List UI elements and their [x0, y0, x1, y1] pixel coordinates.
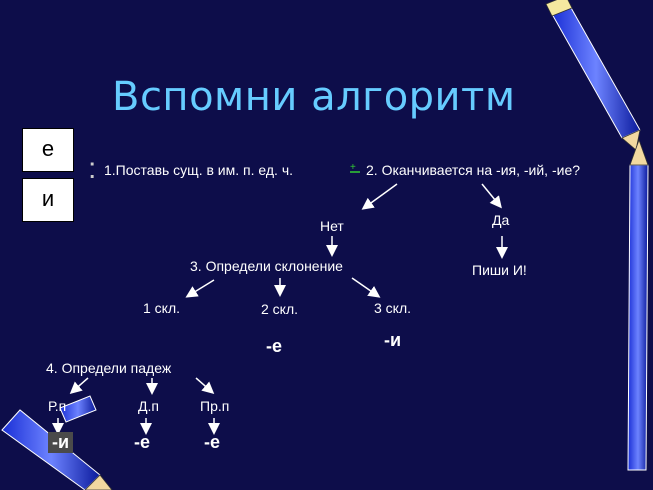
pencil-small-icon: [59, 395, 97, 423]
case-rp: Р.п: [48, 398, 67, 414]
ending-dp: -е: [134, 432, 151, 452]
bullet-mark: :: [88, 152, 97, 185]
answer-no: Нет: [320, 218, 344, 234]
letter-box-i: и: [22, 178, 74, 222]
ending-rp: -и: [48, 432, 74, 453]
case-dp: Д.п: [138, 398, 159, 414]
ending-decl2: -е: [266, 336, 283, 356]
step4-text: 4. Определи падеж: [46, 360, 172, 376]
letter-box-e: е: [22, 128, 74, 172]
page-title: Вспомни алгоритм: [112, 74, 516, 120]
case-prp: Пр.п: [200, 398, 230, 414]
pencil-top-right-icon: [545, 0, 641, 151]
declension-3: 3 скл.: [374, 300, 412, 316]
answer-yes: Да: [492, 212, 510, 228]
step1-text: 1.Поставь сущ. в им. п. ед. ч.: [104, 162, 294, 178]
ending-prp: -е: [204, 432, 221, 452]
ending-decl3: -и: [384, 330, 402, 350]
step2-text: 2. Оканчивается на -ия, -ий, -ие?: [366, 162, 581, 178]
declension-2: 2 скл.: [261, 301, 299, 317]
plus-mark: +: [350, 162, 356, 173]
declension-1: 1 скл.: [143, 300, 181, 316]
step3-text: 3. Определи склонение: [190, 258, 343, 274]
write-i-text: Пиши И!: [472, 262, 527, 278]
pencil-right-icon: [627, 138, 649, 471]
